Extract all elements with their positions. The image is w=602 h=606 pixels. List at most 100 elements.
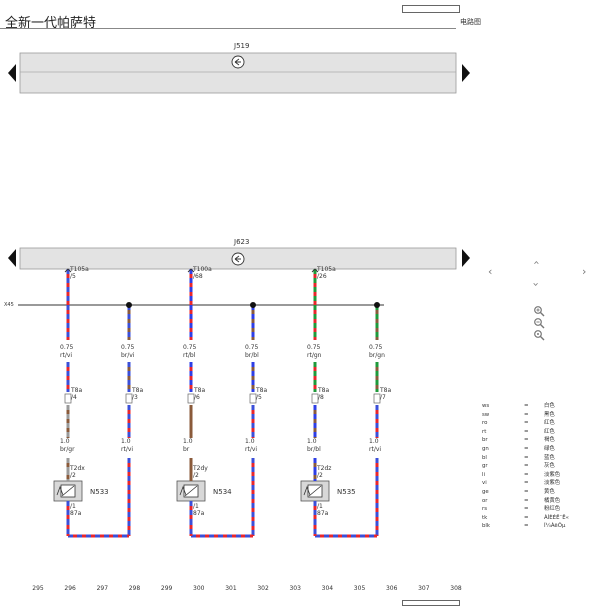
pin-label: /5 bbox=[70, 273, 76, 280]
wire-gauge-label: 1.0 bbox=[369, 438, 379, 445]
inline-connector-icon bbox=[187, 393, 195, 404]
inline-connector-label: T8a bbox=[131, 387, 143, 394]
component-ground-label: 87a bbox=[193, 510, 205, 517]
inline-connector-icon bbox=[249, 393, 257, 404]
wire-gauge-label: 0.75 bbox=[60, 344, 74, 351]
wire-color-label: rt/gn bbox=[307, 352, 322, 359]
scale-tick-label: 305 bbox=[353, 585, 366, 592]
scale-tick-label: 303 bbox=[289, 585, 301, 592]
legend-eq: = bbox=[524, 514, 529, 521]
inline-pin-label: /7 bbox=[380, 394, 386, 401]
legend-row: gn=绿色 bbox=[482, 445, 569, 454]
component-pin-bottom: /1 bbox=[70, 503, 76, 510]
zoom-reset-icon[interactable] bbox=[533, 329, 545, 341]
pan-right-chevron-icon[interactable]: › bbox=[582, 265, 587, 278]
connector-label: T105a bbox=[69, 266, 89, 273]
legend-abbr: br bbox=[482, 437, 488, 444]
wire-gauge-label: 1.0 bbox=[121, 438, 131, 445]
legend-row: ge=黄色 bbox=[482, 488, 569, 497]
document-type-label: 电路图 bbox=[460, 18, 481, 26]
wire-gauge-label: 1.0 bbox=[245, 438, 255, 445]
zoom-in-icon[interactable] bbox=[533, 305, 545, 317]
wire-color-label: rt/vi bbox=[121, 446, 133, 453]
wire-color-label: br/bl bbox=[307, 446, 321, 453]
legend-eq: = bbox=[524, 437, 529, 444]
wire-color-label: br/gn bbox=[369, 352, 385, 359]
component-connector-label: T2dx bbox=[69, 465, 85, 472]
inline-connector-label: T8a bbox=[379, 387, 391, 394]
scale-tick-label: 304 bbox=[321, 585, 334, 592]
next-section-triangle-icon[interactable] bbox=[462, 249, 470, 267]
prev-page-triangle-icon[interactable] bbox=[8, 64, 16, 82]
inline-connector-icon bbox=[311, 393, 319, 404]
legend-abbr: rt bbox=[482, 428, 487, 435]
wire-gauge-label: 0.75 bbox=[307, 344, 321, 351]
legend-desc: 淡紫色 bbox=[544, 480, 561, 487]
legend-desc: 蓝色 bbox=[544, 454, 555, 461]
control-unit-bar-j519 bbox=[19, 52, 457, 94]
legend-row: rt=红色 bbox=[482, 428, 569, 437]
inline-pin-label: /4 bbox=[71, 394, 77, 401]
bus-label: X45 bbox=[4, 302, 14, 308]
next-page-triangle-icon[interactable] bbox=[462, 64, 470, 82]
legend-eq: = bbox=[524, 420, 529, 427]
inline-connector-icon bbox=[125, 393, 133, 404]
inline-connector-label: T8a bbox=[317, 387, 329, 394]
wire-color-label: br/gr bbox=[60, 446, 75, 453]
component-pin-bottom: /1 bbox=[317, 503, 323, 510]
wire-color-label: rt/vi bbox=[60, 352, 72, 359]
legend-abbr: blk bbox=[482, 523, 491, 530]
legend-row: gr=灰色 bbox=[482, 462, 569, 471]
legend-eq: = bbox=[524, 488, 529, 495]
legend-desc: 黑色 bbox=[544, 411, 555, 418]
pan-left-chevron-icon[interactable]: ‹ bbox=[488, 265, 493, 278]
legend-row: br=褐色 bbox=[482, 436, 569, 445]
inline-connector-label: T8a bbox=[70, 387, 82, 394]
wire-gauge-label: 0.75 bbox=[369, 344, 383, 351]
legend-row: ws=白色 bbox=[482, 402, 569, 411]
control-unit-label-top: J519 bbox=[234, 42, 250, 50]
legend-abbr: rs bbox=[482, 506, 488, 513]
scale-tick-label: 308 bbox=[450, 585, 462, 592]
scale-tick-label: 296 bbox=[64, 585, 76, 592]
wire-gauge-label: 1.0 bbox=[183, 438, 193, 445]
legend-abbr: or bbox=[482, 497, 488, 504]
prev-section-triangle-icon[interactable] bbox=[8, 249, 16, 267]
pin-label: /68 bbox=[193, 273, 203, 280]
legend-eq: = bbox=[524, 463, 529, 470]
scale-tick-label: 295 bbox=[32, 585, 44, 592]
wire-color-label: br/vi bbox=[121, 352, 135, 359]
legend-row: tk = ÀÌÈÉË¯Ë« bbox=[482, 514, 569, 523]
inline-connector-icon bbox=[64, 393, 72, 404]
legend-eq: = bbox=[524, 454, 529, 461]
wire-color-label: br bbox=[183, 446, 190, 453]
inline-pin-label: /3 bbox=[132, 394, 138, 401]
inline-pin-label: /8 bbox=[318, 394, 324, 401]
legend-desc: 橘黄色 bbox=[544, 497, 561, 504]
wire-gauge-label: 1.0 bbox=[60, 438, 70, 445]
scale-tick-label: 301 bbox=[225, 585, 237, 592]
wire-gauge-label: 0.75 bbox=[121, 344, 135, 351]
legend-eq: = bbox=[524, 445, 529, 452]
legend-desc: 黄色 bbox=[544, 488, 555, 495]
wire-gauge-label: 1.0 bbox=[307, 438, 317, 445]
page-info-box bbox=[402, 5, 460, 13]
legend-eq: = bbox=[524, 411, 529, 418]
connector-label: T105a bbox=[316, 266, 336, 273]
zoom-out-icon[interactable] bbox=[533, 317, 545, 329]
splice-dot bbox=[374, 302, 380, 308]
legend-desc: 白色 bbox=[544, 403, 555, 409]
splice-dot bbox=[126, 302, 132, 308]
legend-desc: 绿色 bbox=[544, 445, 555, 452]
legend-eq: = bbox=[524, 428, 529, 435]
component-pin-top: /2 bbox=[317, 472, 323, 479]
scale-tick-label: 300 bbox=[193, 585, 205, 592]
legend-abbr: tk bbox=[482, 514, 488, 521]
legend-desc: ÀÌÈÉË¯Ë« bbox=[544, 514, 569, 521]
legend-eq: = bbox=[524, 471, 529, 478]
control-unit-label-middle: J623 bbox=[234, 238, 250, 246]
connector-arrow-icon bbox=[64, 268, 72, 273]
legend-abbr: ws bbox=[482, 403, 490, 409]
component-pin-top: /2 bbox=[193, 472, 199, 479]
